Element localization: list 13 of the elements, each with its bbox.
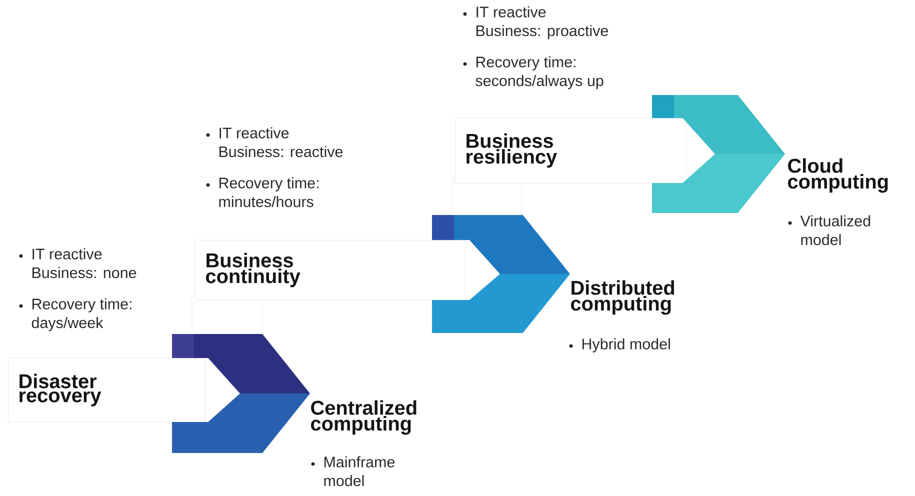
- heading-text: Distributed computing: [571, 280, 674, 315]
- label-card: Disaster recovery: [8, 358, 206, 422]
- bullet-text: IT reactive Business: reactive: [219, 127, 343, 158]
- bullet-text: Recovery time: days/week: [32, 298, 132, 332]
- bullet-text: Mainframe model: [324, 456, 394, 486]
- bullet-text: Recovery time: minutes/hours: [219, 177, 318, 208]
- bullet-text: IT reactive Business: none: [32, 248, 136, 278]
- heading-text: Centralized computing: [311, 400, 416, 435]
- bullet-text: Hybrid model: [582, 338, 670, 352]
- bullet-text: Virtualized model: [800, 215, 870, 246]
- heading-text: Cloud computing: [788, 158, 888, 193]
- bullet-text: Recovery time: seconds/always up: [476, 56, 604, 90]
- bullet-text: IT reactive Business: proactive: [476, 6, 608, 40]
